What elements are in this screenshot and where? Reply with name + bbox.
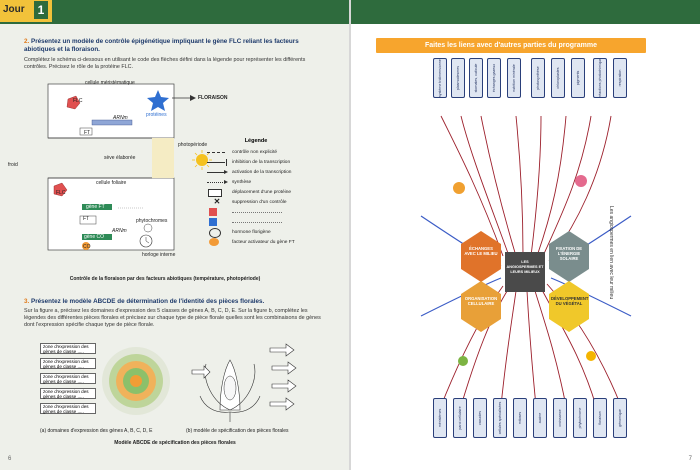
flower-diagram xyxy=(191,343,297,422)
photoperiod-label: photopériode xyxy=(178,142,208,148)
map-card: phytochrome xyxy=(573,398,587,438)
day-tab: Jour 1 xyxy=(0,0,52,22)
legend-row: contrôle non explicité xyxy=(206,147,306,157)
legend-row: synthèse xyxy=(206,177,306,187)
fig-a-caption: (a) domaines d'expression des gènes A, B… xyxy=(40,428,153,434)
leaf-cell-label: cellule foliaire xyxy=(96,180,127,186)
cold-label: froid xyxy=(8,162,18,168)
map-card: pigments xyxy=(571,58,585,98)
question-3-title: 3. Présentez le modèle ABCDE de détermin… xyxy=(24,298,265,305)
map-card: photosynthèse xyxy=(531,58,545,98)
question-2-instructions: Complétez le schéma ci-dessous en utilis… xyxy=(24,57,306,70)
zone-box[interactable]: zone d'expression des gènes de classe ..… xyxy=(40,403,96,414)
flowering-control-diagram xyxy=(47,83,212,251)
center-label: LES ANGIOSPERMES ET LEURS MILIEUX xyxy=(506,260,544,274)
flc-label-top: FLC xyxy=(73,98,83,104)
right-side-title: Les angiospermes en lien avec leur milie… xyxy=(608,206,614,300)
map-card: stomates, cuticule xyxy=(469,58,483,98)
phytochromes-label: phytochromes xyxy=(136,218,168,224)
abcde-domains-circles xyxy=(102,347,170,415)
legend-row xyxy=(206,207,306,217)
left-page: Jour 1 2. Présentez un modèle de contrôl… xyxy=(0,0,349,470)
left-header-band xyxy=(0,0,349,24)
hex-solar-label: FIXATION DE L'ÉNERGIE SOLAIRE xyxy=(555,246,583,261)
figure1-caption: Contrôle de la floraison par des facteur… xyxy=(69,276,261,282)
map-card: vacuoles xyxy=(473,398,487,438)
map-card: plasmodesmes xyxy=(451,58,465,98)
gene-co-label: gène CO xyxy=(84,234,105,240)
meristem-cell-label: cellule méristématique xyxy=(85,80,135,86)
legend: Légende contrôle non explicité inhibitio… xyxy=(206,138,306,247)
sap-label: sève élaborée xyxy=(104,155,136,161)
map-card: système tridimensionnel xyxy=(433,58,447,98)
legend-row: activation de la transcription xyxy=(206,167,306,177)
arnm-label-top: ARNm xyxy=(113,115,128,121)
map-card: respiration xyxy=(613,58,627,98)
page-number-left: 6 xyxy=(8,456,12,462)
mind-map xyxy=(420,115,632,407)
day-tab-number: 1 xyxy=(34,1,48,19)
map-card: floraison xyxy=(593,398,607,438)
zone-box[interactable]: zone d'expression des gènes de classe ..… xyxy=(40,343,96,354)
map-card: chloroplastes xyxy=(551,58,565,98)
program-links-banner: Faites les liens avec d'autres parties d… xyxy=(376,38,646,53)
ft-label-leaf: FT xyxy=(83,216,90,222)
map-card: mitoses xyxy=(513,398,527,438)
gene-ft-label: gène FT xyxy=(86,204,105,210)
question-2-title: 2. Présentez un modèle de contrôle épigé… xyxy=(24,38,299,53)
zone-box[interactable]: zone d'expression des gènes de classe ..… xyxy=(40,373,96,384)
day-tab-label: Jour xyxy=(3,4,25,15)
right-header-band xyxy=(351,0,700,24)
map-card: croissance xyxy=(553,398,567,438)
legend-row: déplacement d'une protéine xyxy=(206,187,306,197)
hex-exchanges-label: ÉCHANGES AVEC LE MILIEU xyxy=(464,246,498,256)
question-3-instructions: Sur la figure a, précisez les domaines d… xyxy=(24,308,321,328)
legend-row: inhibition de la transcription xyxy=(206,157,306,167)
gutter xyxy=(349,0,351,470)
clock-label: horloge interne xyxy=(142,252,176,258)
zone-box[interactable]: zone d'expression des gènes de classe ..… xyxy=(40,358,96,369)
floraison-label: FLORAISON xyxy=(198,95,228,101)
map-card: paroi cellulaire xyxy=(453,398,467,438)
proteins-label: protéines xyxy=(146,112,167,118)
map-card: génomique xyxy=(613,398,627,438)
map-card: cellules spécialisées xyxy=(493,398,507,438)
map-card: échanges gazeux xyxy=(487,58,501,98)
map-card: auxine xyxy=(533,398,547,438)
map-card: nutrition minérale xyxy=(507,58,521,98)
page-number-right: 7 xyxy=(688,456,692,462)
map-card: réactions photochimiques xyxy=(593,58,607,98)
map-card: méristèmes xyxy=(433,398,447,438)
zone-box[interactable]: zone d'expression des gènes de classe ..… xyxy=(40,388,96,399)
legend-title: Légende xyxy=(244,138,268,144)
legend-row xyxy=(206,217,306,227)
hex-cell-organisation-label: ORGANISATION CELLULAIRE xyxy=(464,296,498,306)
right-page: Faites les liens avec d'autres parties d… xyxy=(351,0,700,470)
fig-b-caption: (b) modèle de spécification des pièces f… xyxy=(186,428,289,434)
legend-row: hormone florigène xyxy=(206,227,306,238)
hex-development-label: DÉVELOPPEMENT DU VÉGÉTAL xyxy=(551,296,589,306)
ft-label-top: FT xyxy=(84,130,91,136)
abcde-caption: Modèle ABCDE de spécification des pièces… xyxy=(114,440,236,446)
legend-row: facteur activateur du gène FT xyxy=(206,237,306,247)
arnm-label-leaf: ARNm xyxy=(112,228,127,234)
legend-row: ✕suppression d'un contrôle xyxy=(213,197,287,206)
flc-label-leaf: FLC xyxy=(56,190,66,196)
co-label: CO xyxy=(83,244,91,250)
